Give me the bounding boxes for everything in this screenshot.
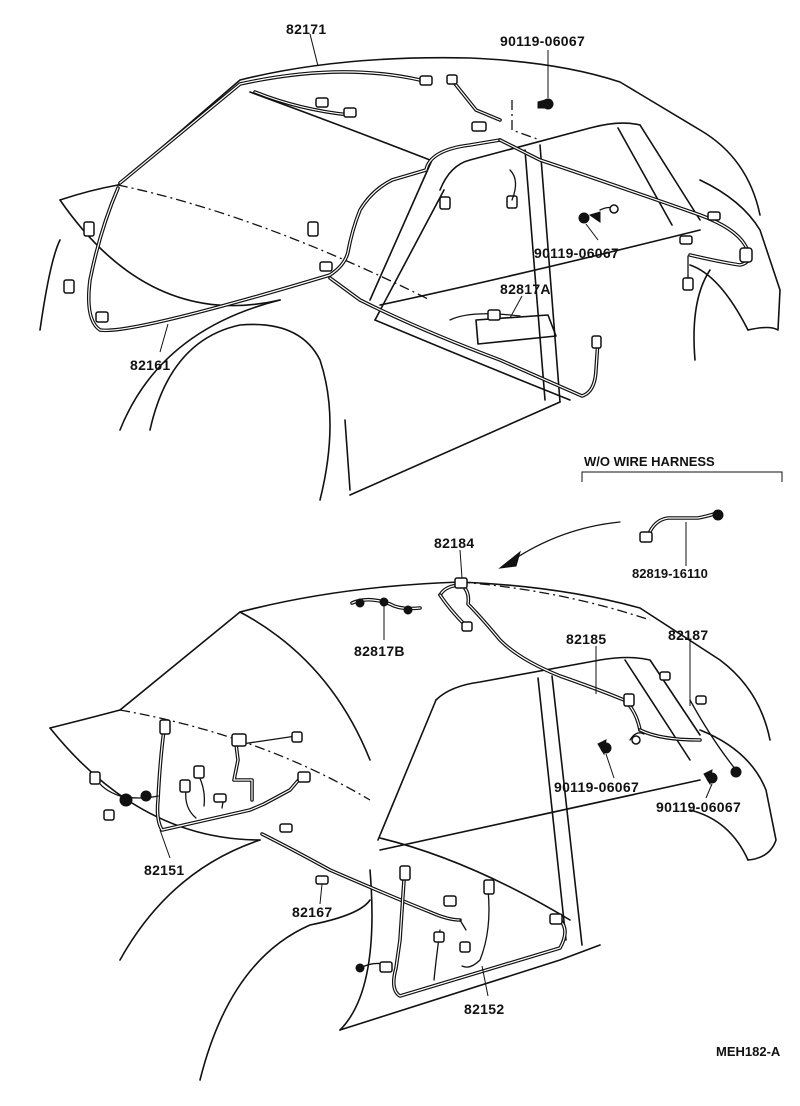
label-82171: 82171	[286, 21, 326, 37]
label-82817A: 82817A	[500, 281, 551, 297]
label-82161: 82161	[130, 357, 170, 373]
upper-car-view: 82171 90119-06067 90119-06067 82817A 821…	[39, 21, 781, 501]
upper-protector-82817A	[449, 309, 557, 345]
lower-harness-82187	[659, 671, 742, 778]
label-90119-06067-right: 90119-06067	[656, 799, 741, 815]
label-82151: 82151	[144, 862, 184, 878]
upper-clamp-mid	[578, 204, 619, 224]
lower-harness-82184	[438, 577, 702, 742]
lower-car-view: 82184 82817B 82185 82187 90119-06067 901…	[49, 535, 777, 1081]
lower-clamp-set-82817B	[350, 597, 422, 615]
label-82167: 82167	[292, 904, 332, 920]
upper-harness-82161	[63, 138, 753, 398]
label-82152: 82152	[464, 1001, 504, 1017]
lower-cord-82167	[260, 823, 467, 931]
label-90119-06067-top: 90119-06067	[500, 33, 585, 49]
upper-harness-82171	[118, 70, 517, 201]
lower-harness-82151	[89, 719, 311, 832]
label-90119-06067-left: 90119-06067	[554, 779, 639, 795]
label-90119-06067-mid: 90119-06067	[534, 245, 619, 261]
inset-wo-wire-harness: W/O WIRE HARNESS 82819-16110	[498, 454, 783, 581]
lower-harness-82152	[355, 865, 567, 998]
label-82185: 82185	[566, 631, 606, 647]
label-82817B: 82817B	[354, 643, 405, 659]
label-82184: 82184	[434, 535, 474, 551]
lower-clamps-90119	[597, 732, 718, 786]
upper-leaders	[159, 33, 599, 353]
drawing-code: MEH182-A	[716, 1044, 781, 1059]
upper-car-body	[39, 56, 781, 501]
inset-title: W/O WIRE HARNESS	[584, 454, 715, 469]
inset-part-82819-16110: 82819-16110	[632, 566, 708, 581]
lower-car-body	[49, 581, 777, 1081]
lower-leaders	[159, 549, 713, 997]
label-82187: 82187	[668, 627, 708, 643]
upper-clamp-top	[511, 98, 554, 141]
